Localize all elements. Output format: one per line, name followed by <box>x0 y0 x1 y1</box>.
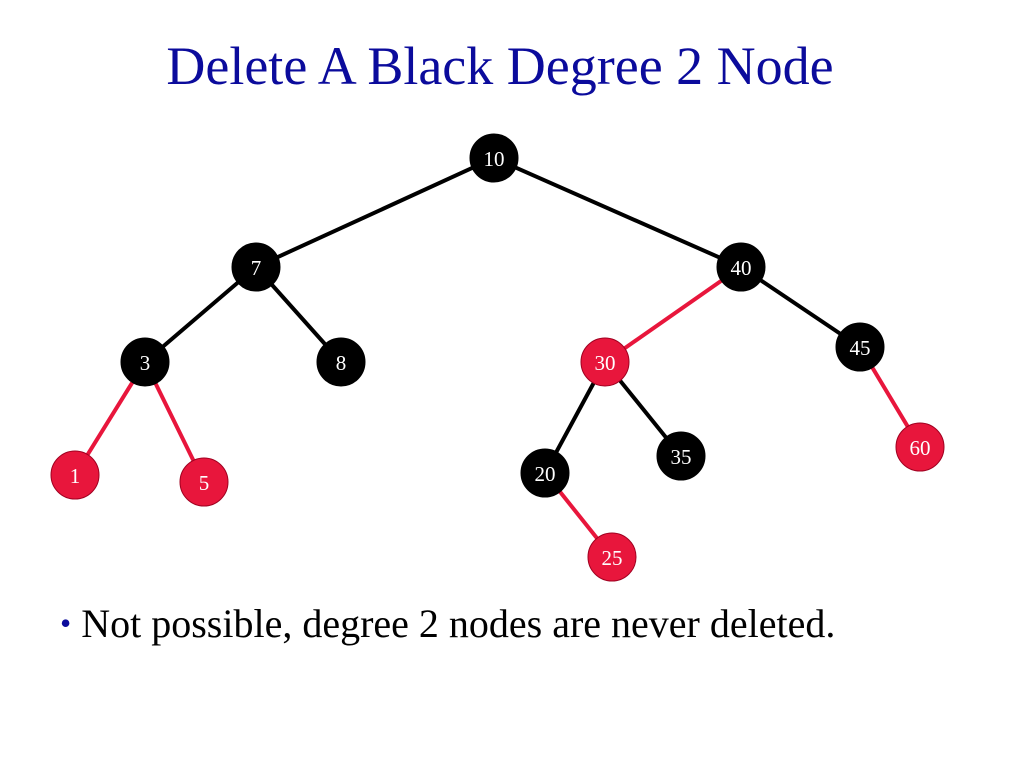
node-circle <box>580 337 630 387</box>
tree-edge-7-3 <box>161 280 240 349</box>
tree-edge-45-60 <box>870 365 910 429</box>
tree-node-30: 30 <box>580 337 630 387</box>
node-label: 3 <box>140 351 151 375</box>
node-circle <box>656 431 706 481</box>
node-circle <box>895 422 945 472</box>
node-circle <box>179 457 229 507</box>
node-circle <box>716 242 766 292</box>
tree-node-25: 25 <box>587 532 637 582</box>
tree-edge-3-1 <box>85 380 135 457</box>
tree-edge-30-35 <box>618 378 668 440</box>
tree-edge-10-7 <box>275 165 475 260</box>
bullet-text: Not possible, degree 2 nodes are never d… <box>81 601 836 646</box>
node-label: 7 <box>251 256 262 280</box>
tree-node-8: 8 <box>316 337 366 387</box>
tree-node-5: 5 <box>179 457 229 507</box>
tree-edge-40-30 <box>622 278 724 351</box>
bullet-point: •Not possible, degree 2 nodes are never … <box>60 598 835 652</box>
node-label: 30 <box>595 351 616 375</box>
tree-node-45: 45 <box>835 322 885 372</box>
node-label: 60 <box>910 436 931 460</box>
tree-edge-3-5 <box>153 381 196 463</box>
tree-nodes: 10 7 40 3 8 30 45 1 5 20 35 60 25 <box>50 133 945 582</box>
node-label: 40 <box>731 256 752 280</box>
tree-node-40: 40 <box>716 242 766 292</box>
node-label: 35 <box>671 445 692 469</box>
node-circle <box>469 133 519 183</box>
node-label: 45 <box>850 336 871 360</box>
tree-node-1: 1 <box>50 450 100 500</box>
tree-node-20: 20 <box>520 448 570 498</box>
tree-edge-30-20 <box>554 381 596 454</box>
tree-node-3: 3 <box>120 337 170 387</box>
node-circle <box>50 450 100 500</box>
tree-edge-7-8 <box>270 282 327 347</box>
node-circle <box>120 337 170 387</box>
node-circle <box>231 242 281 292</box>
node-label: 5 <box>199 471 210 495</box>
tree-edges <box>85 165 910 541</box>
tree-node-10: 10 <box>469 133 519 183</box>
bullet-marker: • <box>60 605 72 641</box>
node-circle <box>316 337 366 387</box>
tree-edge-10-40 <box>513 165 722 260</box>
node-label: 25 <box>602 546 623 570</box>
node-label: 1 <box>70 464 81 488</box>
node-label: 10 <box>484 147 505 171</box>
node-label: 8 <box>336 351 347 375</box>
tree-edge-20-25 <box>557 489 600 541</box>
node-circle <box>520 448 570 498</box>
tree-node-60: 60 <box>895 422 945 472</box>
node-circle <box>835 322 885 372</box>
slide-title: Delete A Black Degree 2 Node <box>166 36 834 96</box>
tree-node-7: 7 <box>231 242 281 292</box>
node-label: 20 <box>535 462 556 486</box>
tree-node-35: 35 <box>656 431 706 481</box>
node-circle <box>587 532 637 582</box>
tree-edge-40-45 <box>758 278 843 336</box>
